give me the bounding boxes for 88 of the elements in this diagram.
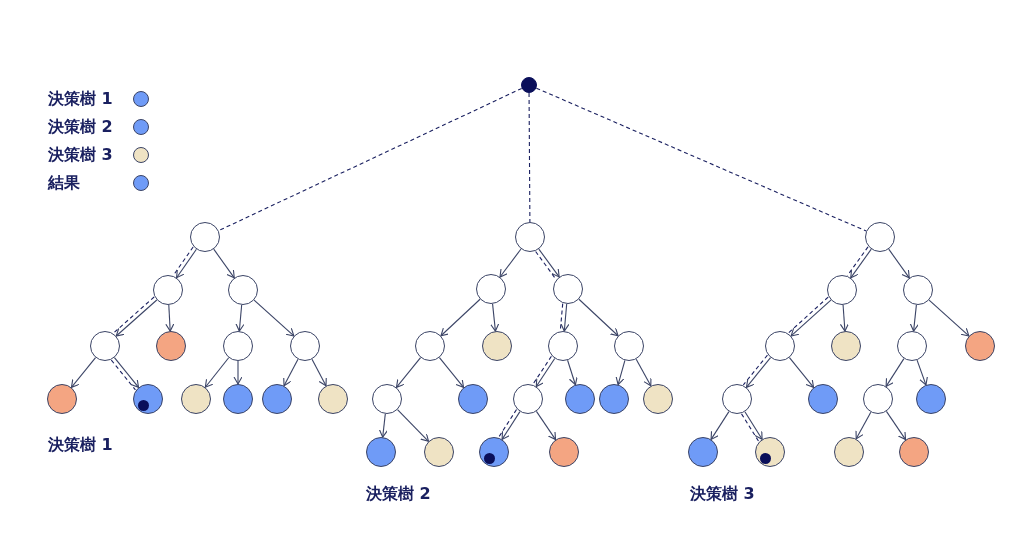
arrow bbox=[710, 411, 730, 440]
leaf-node bbox=[899, 437, 929, 467]
arrow bbox=[438, 357, 465, 388]
tree-label: 決策樹 3 bbox=[690, 484, 755, 504]
decision-node bbox=[897, 331, 927, 361]
legend-text: 決策樹 2 bbox=[48, 117, 113, 137]
legend-text: 決策樹 3 bbox=[48, 145, 113, 165]
decision-node bbox=[513, 384, 543, 414]
arrow bbox=[165, 304, 175, 332]
decision-node bbox=[90, 331, 120, 361]
arrow bbox=[213, 248, 235, 279]
leaf-node bbox=[458, 384, 488, 414]
leaf-node bbox=[181, 384, 211, 414]
tree-label: 決策樹 2 bbox=[366, 484, 431, 504]
leaf-node bbox=[424, 437, 454, 467]
decision-node bbox=[865, 222, 895, 252]
decision-node bbox=[765, 331, 795, 361]
decision-node bbox=[153, 275, 183, 305]
arrow bbox=[204, 357, 230, 388]
leaf-node bbox=[643, 384, 673, 414]
arrow bbox=[916, 359, 928, 386]
arrow bbox=[395, 357, 422, 388]
legend-text: 結果 bbox=[48, 173, 80, 193]
arrow bbox=[888, 248, 910, 279]
leaf-node bbox=[366, 437, 396, 467]
arrow bbox=[396, 409, 430, 442]
arrow bbox=[788, 357, 815, 388]
arrow bbox=[567, 359, 578, 386]
start-dot bbox=[521, 77, 537, 93]
arrow bbox=[283, 358, 299, 387]
leaf-node bbox=[479, 437, 509, 467]
arrow bbox=[855, 411, 872, 440]
arrow bbox=[578, 298, 619, 337]
arrow bbox=[535, 410, 557, 441]
leaf-node bbox=[47, 384, 77, 414]
arrow bbox=[311, 358, 327, 387]
decision-node bbox=[476, 274, 506, 304]
arrow bbox=[560, 303, 570, 332]
arrow bbox=[928, 299, 970, 337]
leaf-node bbox=[318, 384, 348, 414]
arrow bbox=[635, 358, 652, 387]
decision-node bbox=[903, 275, 933, 305]
arrow bbox=[909, 304, 919, 332]
dashed-line bbox=[535, 87, 867, 232]
decision-node bbox=[553, 274, 583, 304]
decision-node bbox=[827, 275, 857, 305]
decision-node bbox=[515, 222, 545, 252]
arrow bbox=[233, 360, 243, 385]
leaf-node bbox=[755, 437, 785, 467]
leaf-node bbox=[223, 384, 253, 414]
leaf-node bbox=[916, 384, 946, 414]
arrow bbox=[885, 410, 907, 441]
decision-node bbox=[722, 384, 752, 414]
arrow bbox=[490, 303, 500, 332]
leaf-node bbox=[156, 331, 186, 361]
leaf-node bbox=[834, 437, 864, 467]
arrow bbox=[378, 413, 388, 438]
arrow bbox=[615, 359, 626, 386]
decision-node bbox=[290, 331, 320, 361]
dashed-line bbox=[218, 87, 523, 232]
leaf-node bbox=[262, 384, 292, 414]
arrow bbox=[499, 248, 522, 278]
leaf-node bbox=[482, 331, 512, 361]
decision-node bbox=[415, 331, 445, 361]
arrow bbox=[235, 304, 245, 332]
leaf-node bbox=[965, 331, 995, 361]
decision-node bbox=[548, 331, 578, 361]
decision-node bbox=[372, 384, 402, 414]
leaf-node bbox=[599, 384, 629, 414]
arrow bbox=[839, 304, 849, 332]
leaf-node bbox=[565, 384, 595, 414]
leaf-node bbox=[688, 437, 718, 467]
leaf-node bbox=[808, 384, 838, 414]
leaf-node bbox=[133, 384, 163, 414]
decision-node bbox=[228, 275, 258, 305]
decision-node bbox=[614, 331, 644, 361]
arrow bbox=[70, 357, 97, 388]
arrow bbox=[440, 298, 481, 337]
arrow bbox=[253, 299, 295, 337]
decision-node bbox=[223, 331, 253, 361]
tree-label: 決策樹 1 bbox=[48, 435, 113, 455]
leaf-node bbox=[549, 437, 579, 467]
leaf-node bbox=[831, 331, 861, 361]
legend-text: 決策樹 1 bbox=[48, 89, 113, 109]
dashed-line bbox=[528, 92, 531, 223]
arrow bbox=[885, 358, 905, 387]
decision-node bbox=[190, 222, 220, 252]
decision-node bbox=[863, 384, 893, 414]
